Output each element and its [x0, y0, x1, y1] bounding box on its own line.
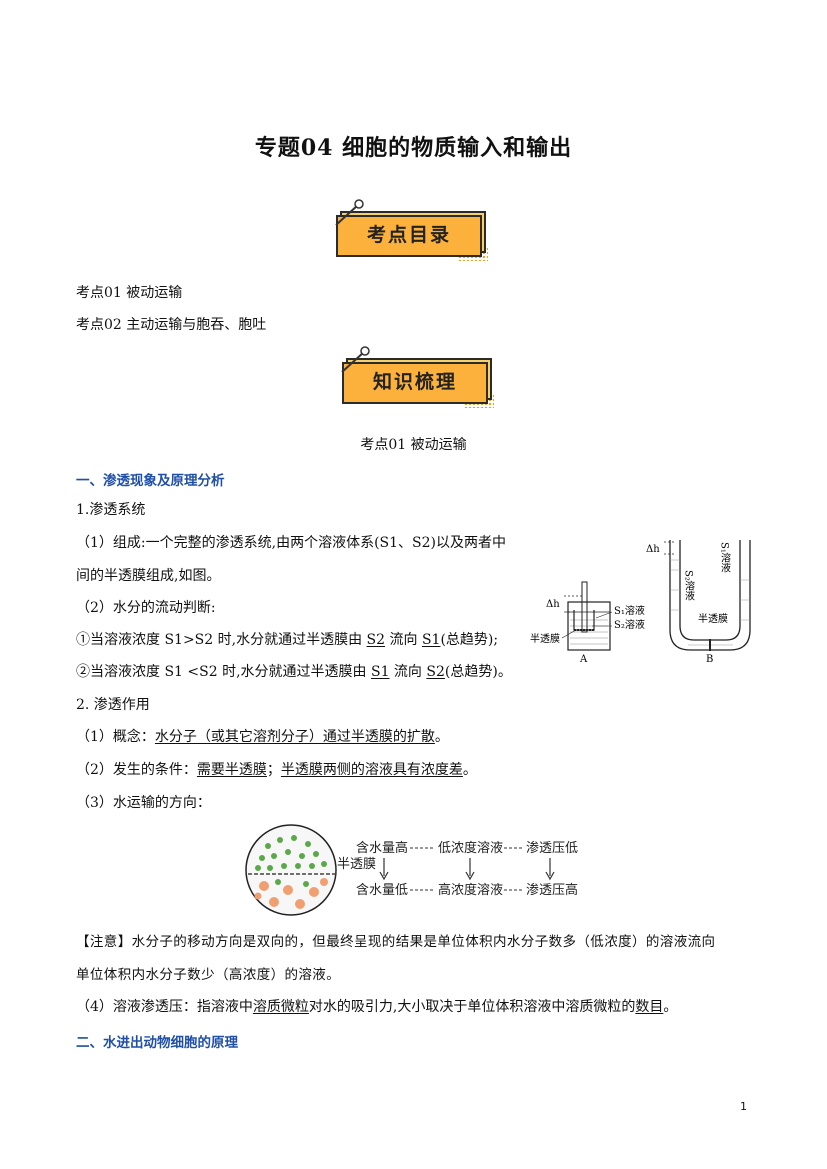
para-flow: （2）水分的流动判断: [76, 600, 216, 616]
high-water-label: 含水量高 [356, 840, 408, 856]
heading-1: 一、渗透现象及原理分析 [76, 473, 225, 489]
banner-knowledge-label: 知识梳理 [372, 371, 457, 393]
banner-toc-label: 考点目录 [366, 224, 451, 246]
s1-label-b: S₁溶液 [719, 542, 731, 574]
note-line-1: 【注意】水分子的移动方向是双向的，但最终呈现的结果是单位体积内水分子数多（低浓度… [76, 934, 716, 950]
arrows [379, 858, 555, 881]
low-pressure-label: 渗透压低 [526, 841, 578, 856]
para-direction: （3）水运输的方向： [76, 795, 211, 811]
s1-label-a: S₁溶液 [614, 604, 645, 617]
low-water-label: 含水量低 [356, 882, 408, 898]
delta-h-label-a: Δh [546, 599, 560, 610]
section-title: 考点01 被动运输 [360, 437, 467, 453]
page-number: 1 [740, 1100, 747, 1113]
solute-particles [254, 878, 328, 909]
para-concept: （1）概念：水分子（或其它溶剂分子）通过半透膜的扩散。 [76, 729, 449, 745]
para-rule-2: ②当溶液浓度 S1 <S2 时,水分就通过半透膜由 S1 流向 S2(总趋势)。 [76, 664, 512, 680]
membrane-label-a: 半透膜 [530, 632, 560, 645]
para-osmosis: 2. 渗透作用 [76, 697, 150, 713]
toc-item-2[interactable]: 考点02 主动运输与胞吞、胞吐 [76, 317, 267, 333]
osmosis-apparatus-figure: Δh S₁溶液 S₂溶液 半透膜 A Δh S₂溶液 S₁溶液 半透膜 B [530, 540, 751, 665]
s2-label-a: S₂溶液 [614, 618, 645, 631]
page-title: 专题04 细胞的物质输入和输出 [254, 135, 573, 161]
label-b: B [706, 654, 713, 665]
label-a: A [579, 654, 588, 665]
para-osmotic-pressure: （4）溶液渗透压：指溶液中溶质微粒对水的吸引力,大小取决于单位体积溶液中溶质微粒… [76, 999, 678, 1015]
high-pressure-label: 渗透压高 [526, 882, 578, 898]
toc-item-1[interactable]: 考点01 被动运输 [76, 285, 183, 301]
para-rule-1: ①当溶液浓度 S1>S2 时,水分就通过半透膜由 S2 流向 S1(总趋势); [76, 632, 499, 648]
s2-label-b: S₂溶液 [683, 570, 695, 602]
banner-knowledge: 知识梳理 [334, 346, 494, 408]
para-osmosis-system: 1.渗透系统 [76, 502, 146, 518]
para-composition-a: （1）组成:一个完整的渗透系统,由两个溶液体系(S1、S2)以及两者中 [76, 535, 506, 551]
banner-toc: 考点目录 [328, 199, 488, 261]
note-line-2: 单位体积内水分子数少（高浓度）的溶液。 [76, 967, 341, 983]
low-conc-label: 低浓度溶液 [438, 840, 503, 856]
membrane-label: 半透膜 [337, 857, 376, 872]
para-composition-b: 间的半透膜组成,如图。 [76, 568, 221, 584]
heading-2: 二、水进出动物细胞的原理 [76, 1035, 238, 1051]
delta-h-label-b: Δh [646, 544, 660, 555]
high-conc-label: 高浓度溶液 [438, 882, 503, 898]
para-conditions: （2）发生的条件：需要半透膜；半透膜两侧的溶液具有浓度差。 [76, 762, 477, 778]
pin-icon [341, 346, 370, 373]
water-molecules [255, 835, 327, 887]
water-direction-figure: 半透膜 含水量高 低浓度溶液 渗透压低 含水量低 高浓度溶液 渗透压高 [245, 824, 578, 916]
membrane-label-b: 半透膜 [698, 612, 728, 625]
pin-icon [335, 199, 364, 226]
